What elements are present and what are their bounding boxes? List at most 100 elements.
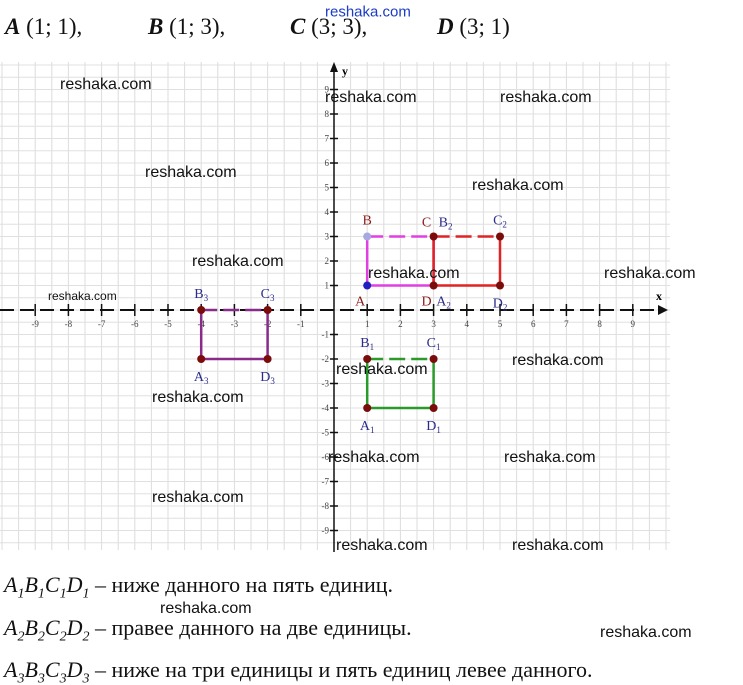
x-tick-label: 5 xyxy=(498,319,503,329)
coordinate-plane: xy-9-8-7-6-5-4-3-2-1123456789-9-8-7-6-5-… xyxy=(0,62,670,552)
point-b2 xyxy=(429,232,438,241)
point-label: A3 xyxy=(194,370,209,386)
point-a3 xyxy=(197,355,206,363)
y-tick-label: -1 xyxy=(322,330,330,340)
answer-line-2: A2B2C2D2 – правее данного на две единицы… xyxy=(4,615,412,645)
point-letter: B xyxy=(148,14,164,39)
answer-text: – ниже данного на пять единиц. xyxy=(89,572,394,597)
y-tick-label: -8 xyxy=(322,501,330,511)
answer-text: – ниже на три единицы и пять единиц леве… xyxy=(89,657,593,682)
watermark: reshaka.com xyxy=(500,89,592,106)
point-a xyxy=(363,281,372,290)
y-tick-label: -2 xyxy=(322,354,330,364)
answer-text: – правее данного на две единицы. xyxy=(89,615,412,640)
point-label: B1 xyxy=(360,336,374,352)
y-tick-label: 4 xyxy=(325,207,330,217)
y-tick-label: 1 xyxy=(325,281,330,291)
y-tick-label: -3 xyxy=(322,379,330,389)
watermark: reshaka.com xyxy=(368,265,460,282)
point-coords: (1; 3), xyxy=(169,14,226,39)
y-tick-label: 9 xyxy=(325,85,330,95)
given-point-d: D (3; 1) xyxy=(437,14,510,40)
given-point-c: C (3; 3), xyxy=(290,14,367,40)
y-axis-label: y xyxy=(342,64,348,78)
x-tick-label: 6 xyxy=(531,319,536,329)
y-tick-label: -6 xyxy=(322,452,330,462)
watermark: reshaka.com xyxy=(504,449,596,466)
point-c2 xyxy=(496,232,504,241)
figure-a3b3c3d3: A3 B3 C3D3 xyxy=(194,287,276,386)
point-c1 xyxy=(429,355,438,363)
y-tick-label: 3 xyxy=(325,232,330,242)
watermark: reshaka.com xyxy=(192,253,284,270)
y-tick-label: -5 xyxy=(322,428,330,438)
watermark: reshaka.com xyxy=(160,600,252,617)
point-b3 xyxy=(197,306,206,314)
y-tick-label: 5 xyxy=(325,183,330,193)
watermark: reshaka.com xyxy=(325,89,417,106)
point-label: A1 xyxy=(360,419,375,435)
point-label: D1 xyxy=(426,419,441,435)
watermark: reshaka.com xyxy=(60,76,152,93)
x-tick-label: 4 xyxy=(465,319,470,329)
point-label: C xyxy=(422,216,431,231)
point-coords: (3; 3), xyxy=(311,14,368,39)
answer-line-3: A3B3C3D3 – ниже на три единицы и пять ед… xyxy=(4,657,593,685)
point-letter: D xyxy=(437,14,454,39)
watermark: reshaka.com xyxy=(152,389,244,406)
point-coords: (3; 1) xyxy=(459,14,510,39)
x-tick-label: -7 xyxy=(98,319,106,329)
point-label: D2 xyxy=(493,297,508,313)
x-tick-label: 3 xyxy=(431,319,436,329)
point-label: A2 xyxy=(436,295,451,311)
y-tick-label: -9 xyxy=(322,526,330,536)
watermark: reshaka.com xyxy=(328,449,420,466)
grid xyxy=(0,62,670,550)
x-axis-label: x xyxy=(656,289,662,303)
watermark: reshaka.com xyxy=(325,3,411,21)
watermark: reshaka.com xyxy=(472,177,564,194)
point-label: A xyxy=(355,295,366,310)
point-label: B3 xyxy=(194,287,208,303)
point-d3 xyxy=(263,355,272,363)
y-axis-arrow xyxy=(330,62,338,72)
x-tick-label: 2 xyxy=(398,319,403,329)
watermark: reshaka.com xyxy=(145,164,237,181)
y-tick-label: -4 xyxy=(322,403,330,413)
point-label: C1 xyxy=(427,336,441,352)
y-tick-label: -7 xyxy=(322,477,330,487)
point-coords: (1; 1), xyxy=(26,14,83,39)
watermark: reshaka.com xyxy=(512,352,604,369)
point-b xyxy=(363,232,372,241)
point-label: D xyxy=(422,295,432,310)
given-point-b: B (1; 3), xyxy=(148,14,225,40)
x-tick-label: 1 xyxy=(365,319,370,329)
answer-line-1: A1B1C1D1 – ниже данного на пять единиц. xyxy=(4,572,394,602)
watermark: reshaka.com xyxy=(48,289,117,303)
point-letter: C xyxy=(290,14,306,39)
x-tick-label: 9 xyxy=(631,319,636,329)
x-tick-label: -1 xyxy=(297,319,305,329)
y-tick-label: 8 xyxy=(325,109,330,119)
x-tick-label: 8 xyxy=(597,319,602,329)
point-a1 xyxy=(363,404,372,412)
x-tick-label: -8 xyxy=(65,319,73,329)
watermark: reshaka.com xyxy=(604,265,696,282)
y-tick-label: 7 xyxy=(325,134,330,144)
point-c3 xyxy=(263,306,272,314)
point-letter: A xyxy=(5,14,21,39)
x-tick-label: -5 xyxy=(164,319,172,329)
watermark: reshaka.com xyxy=(600,624,692,641)
point-b1 xyxy=(363,355,372,363)
watermark: reshaka.com xyxy=(152,489,244,506)
x-tick-label: 7 xyxy=(564,319,569,329)
x-tick-label: -3 xyxy=(231,319,239,329)
point-label: B xyxy=(363,214,372,229)
point-label: D3 xyxy=(260,370,275,386)
point-d2 xyxy=(496,281,504,290)
point-d1 xyxy=(429,404,438,412)
given-point-a: A (1; 1), xyxy=(5,14,82,40)
point-label: C3 xyxy=(261,287,275,303)
watermark: reshaka.com xyxy=(336,537,428,554)
point-a2 xyxy=(429,281,438,290)
